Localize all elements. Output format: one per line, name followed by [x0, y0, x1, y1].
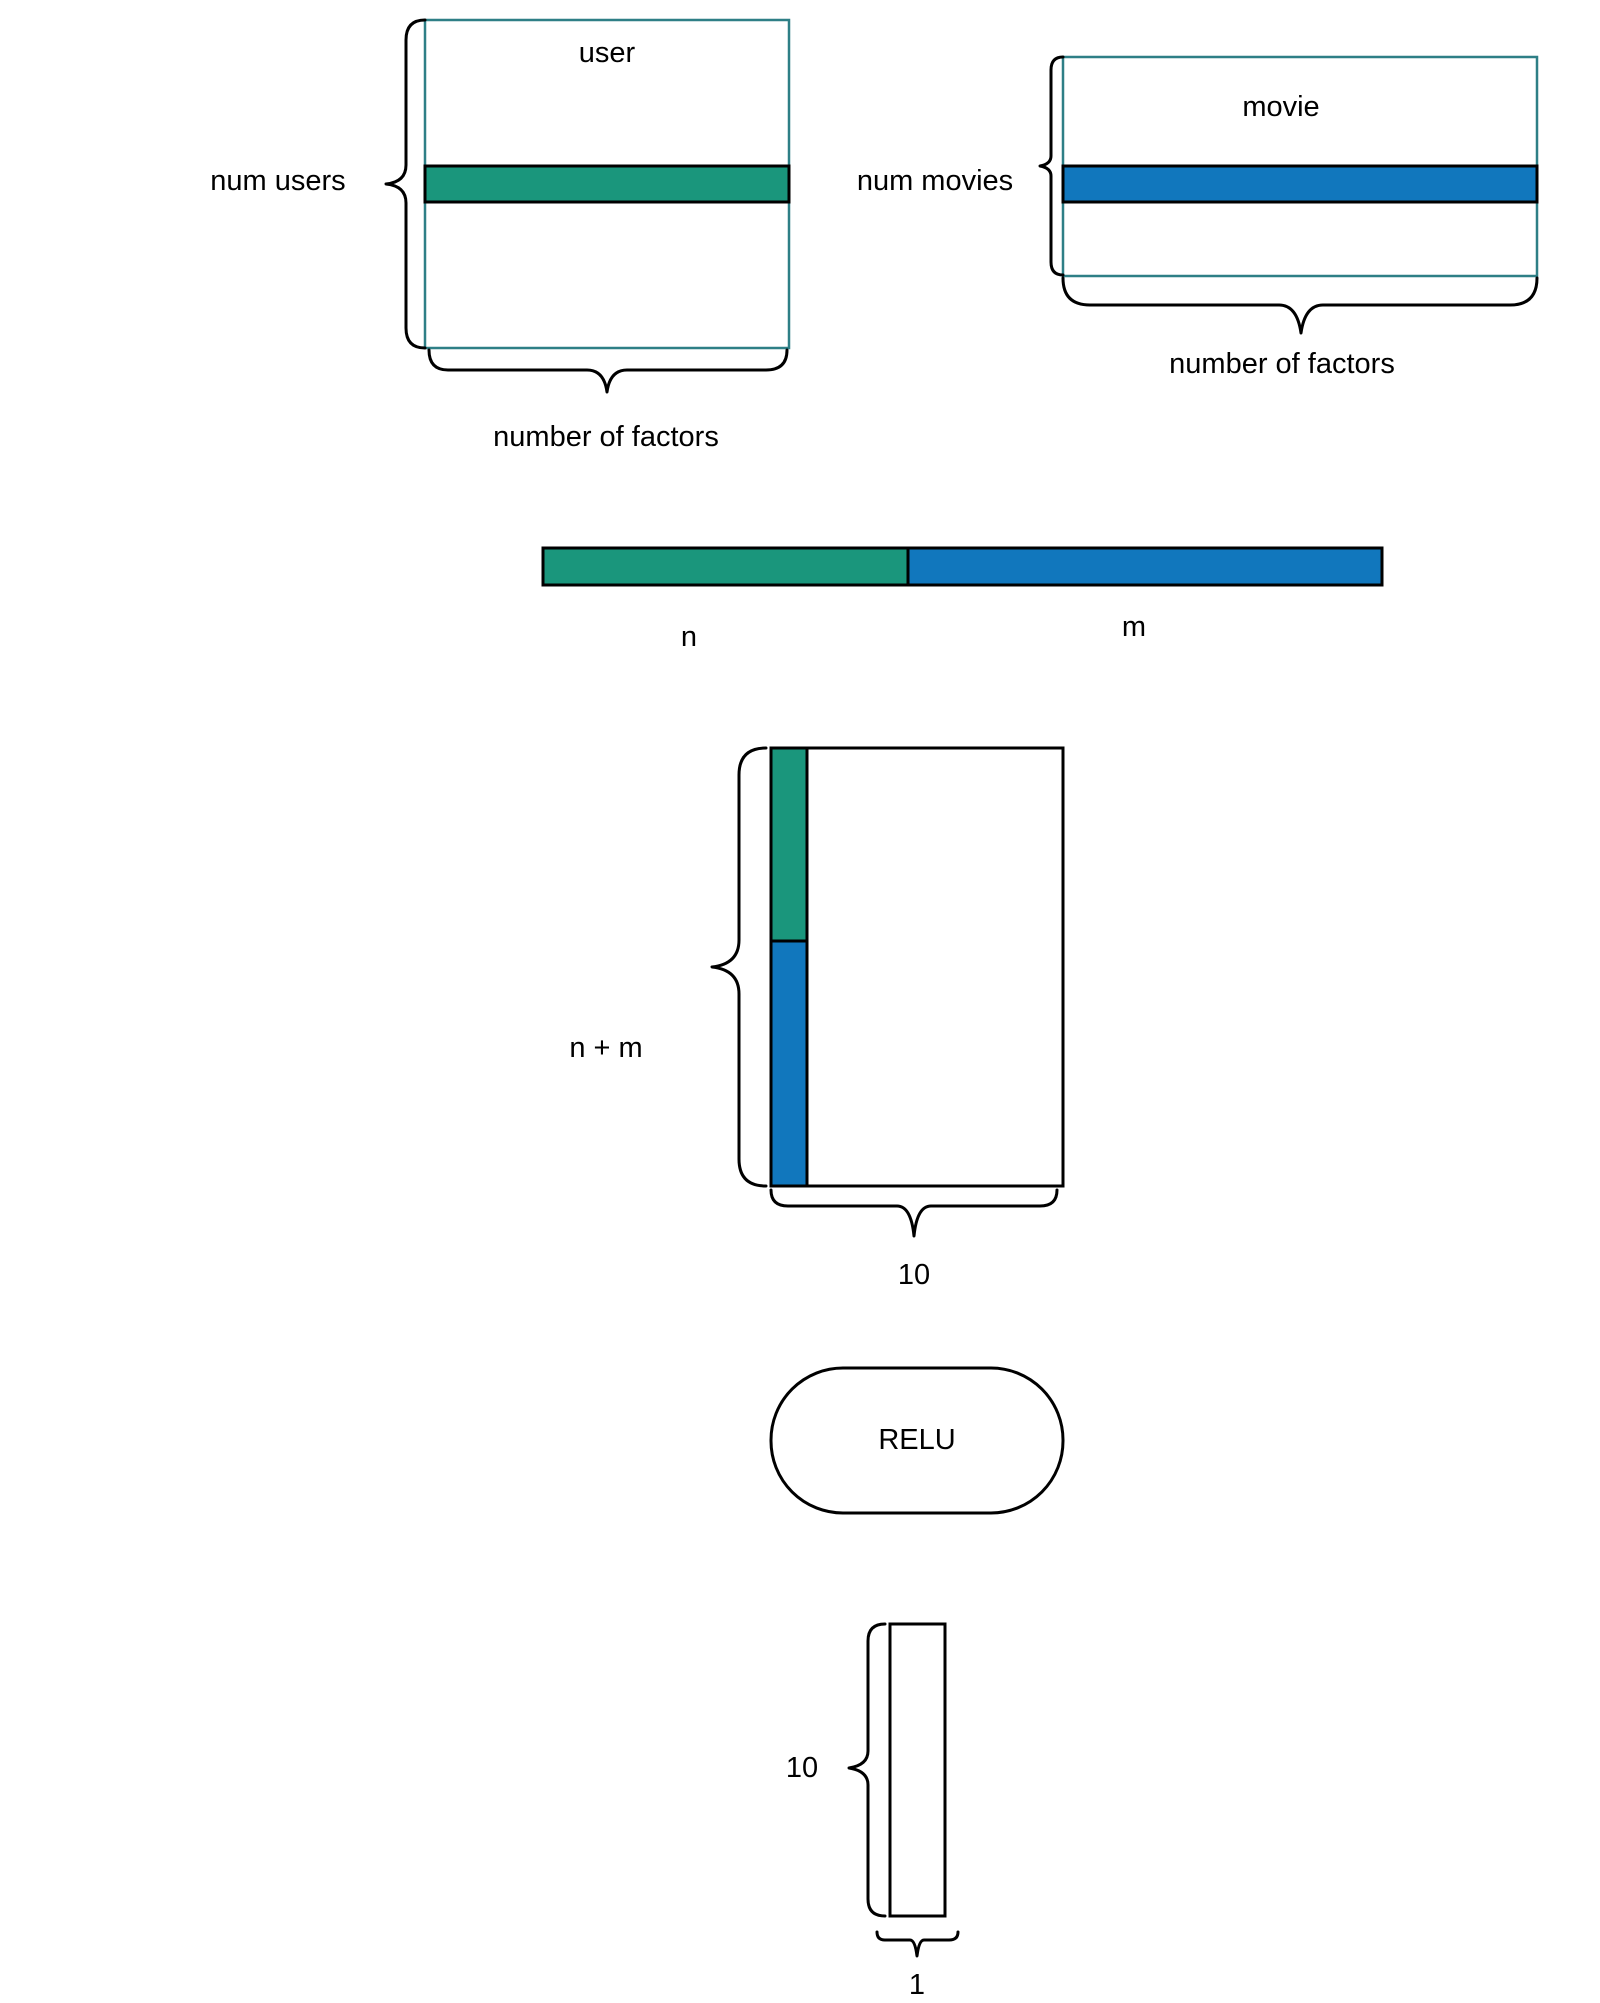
concat-user-segment — [541, 546, 910, 587]
user-embedding-matrix: user num users number of factors — [210, 18, 791, 453]
concat-user-label: n — [681, 621, 697, 653]
concatenated-vector: n m — [541, 546, 1384, 653]
movie-cols-brace — [1061, 276, 1539, 335]
movie-cols-label: number of factors — [1169, 348, 1395, 380]
dense-cols-label: 10 — [898, 1259, 930, 1291]
output-rows-label: 10 — [786, 1752, 818, 1784]
movie-rows-brace — [1038, 55, 1065, 277]
movie-embedding-matrix: movie num movies number of factors — [857, 55, 1539, 380]
output-cols-brace — [875, 1930, 960, 1958]
movie-matrix-title: movie — [1242, 91, 1319, 123]
output-layer-weights: 10 1 — [786, 1622, 960, 2001]
dense-rows-brace — [710, 746, 768, 1188]
user-matrix-title: user — [579, 37, 636, 69]
relu-block — [769, 1366, 1065, 1515]
concat-movie-label: m — [1122, 611, 1146, 643]
movie-embedding-row — [1061, 164, 1539, 204]
user-embedding-row — [423, 164, 791, 204]
dense-cols-brace — [769, 1188, 1059, 1238]
dense-movie-column — [769, 939, 809, 1188]
user-cols-brace — [427, 348, 789, 394]
user-rows-brace — [384, 18, 427, 350]
user-rows-label: num users — [210, 165, 345, 197]
dense-rows-label: n + m — [569, 1032, 642, 1064]
output-layer-frame — [888, 1622, 947, 1918]
output-cols-label: 1 — [909, 1969, 925, 2001]
relu-label: RELU — [878, 1424, 955, 1456]
dense-user-column — [769, 746, 809, 943]
concat-movie-segment — [906, 546, 1384, 587]
dense-layer-weights: n + m 10 — [569, 746, 1065, 1291]
output-rows-brace — [847, 1622, 887, 1918]
movie-rows-label: num movies — [857, 165, 1013, 197]
user-cols-label: number of factors — [493, 421, 719, 453]
relu-activation: RELU — [769, 1366, 1065, 1515]
dense-layer-frame — [769, 746, 1065, 1188]
